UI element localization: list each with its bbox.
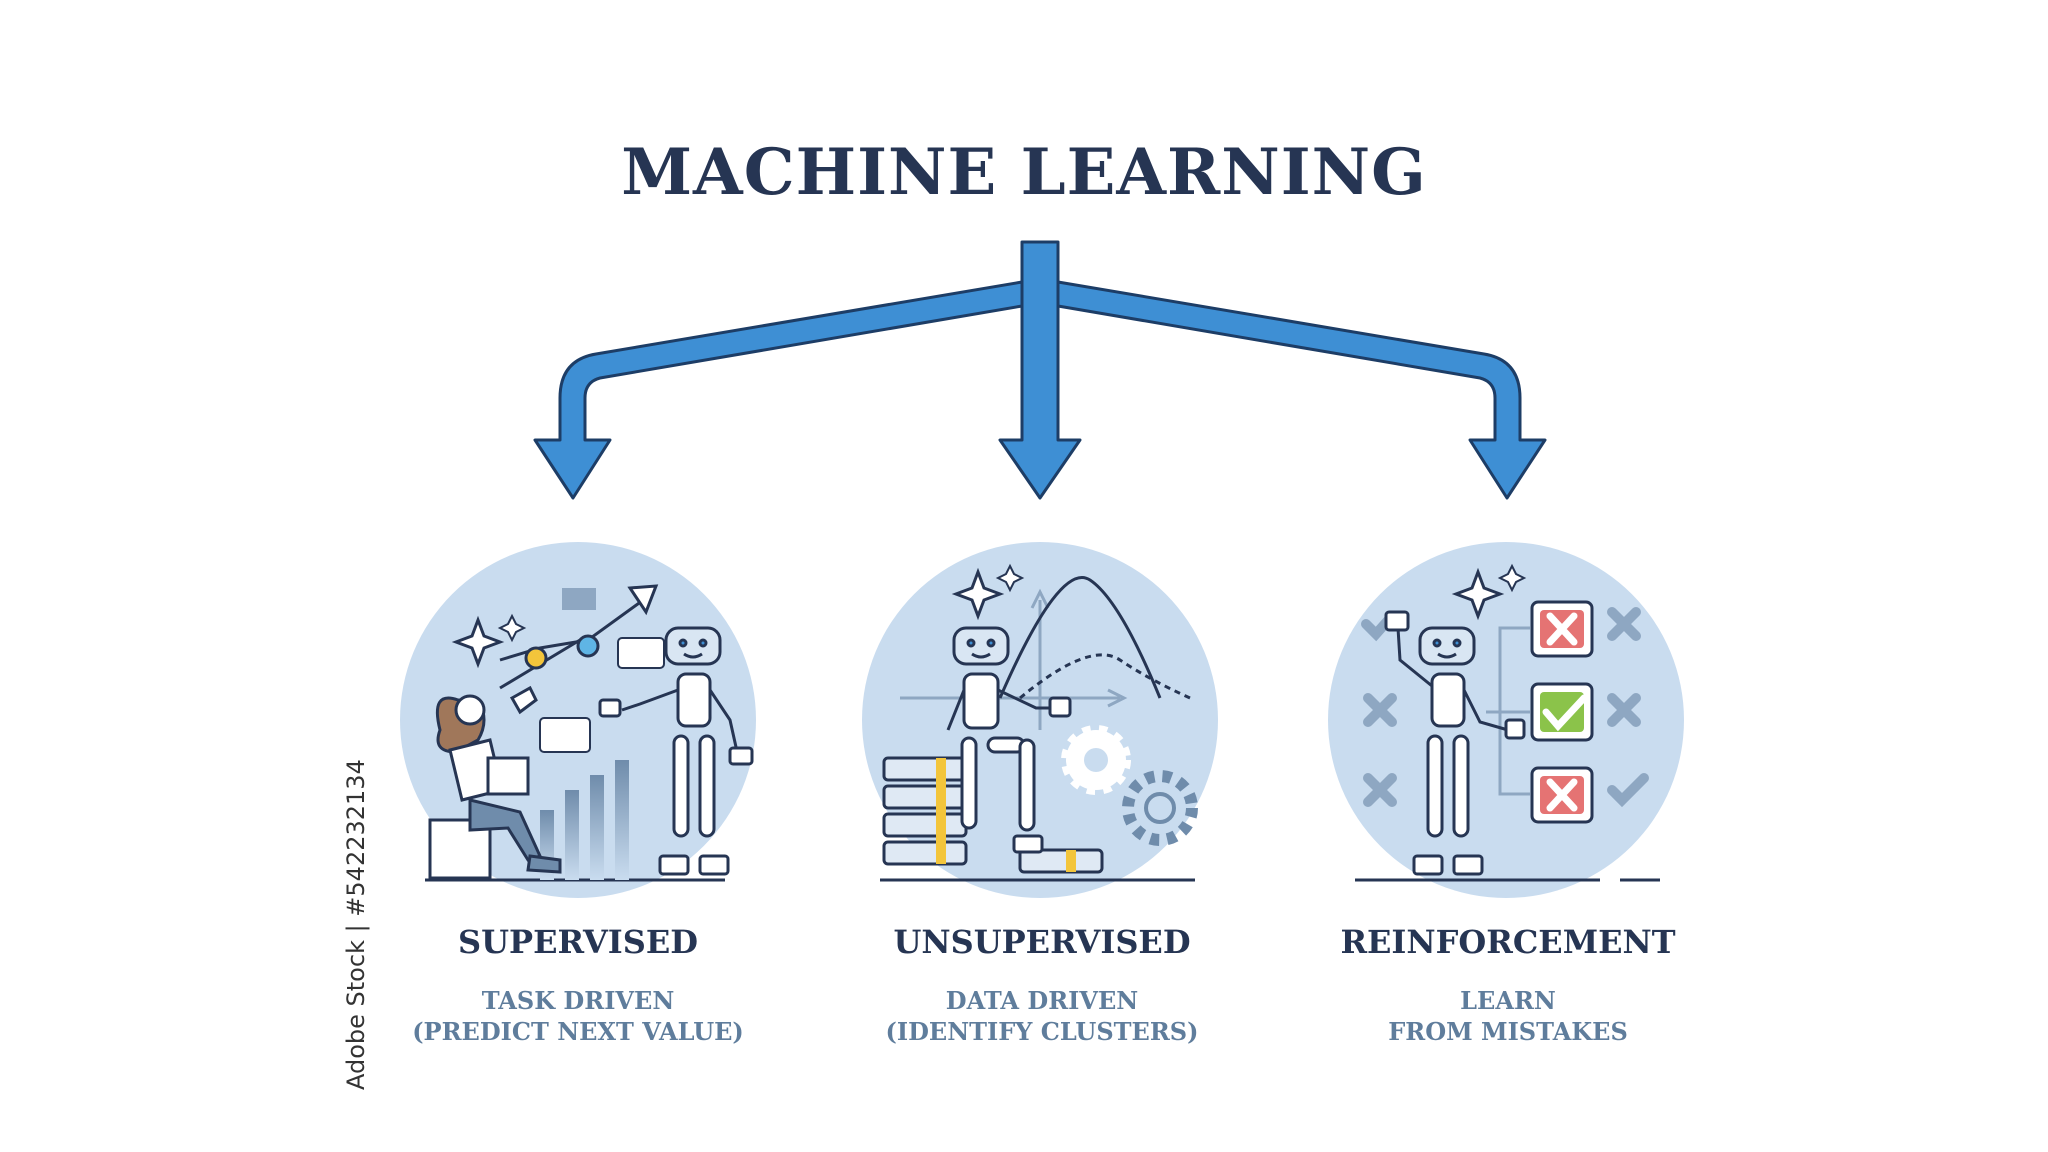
category-reinforcement-desc-line2: FROM MISTAKES [1388,1017,1628,1046]
stock-watermark: Adobe Stock | #542232134 [342,759,370,1090]
category-reinforcement-desc-line1: LEARN [1460,986,1556,1015]
cross-box-icon [1530,600,1594,658]
unsupervised-illustration [862,542,1218,898]
diagram-title: MACHINE LEARNING [621,135,1427,210]
server-stack-icon [882,756,1104,874]
robot-figure [598,626,754,876]
category-unsupervised-title: UNSUPERVISED [893,923,1191,961]
cross-box-icon [1530,766,1594,824]
distribution-curve [998,576,1162,699]
category-supervised-desc: TASK DRIVEN (PREDICT NEXT VALUE) [298,985,858,1047]
reinforcement-illustration [1328,542,1684,898]
category-reinforcement-title: REINFORCEMENT [1340,923,1676,961]
person-figure [428,685,562,880]
category-unsupervised-desc-line1: DATA DRIVEN [945,986,1139,1015]
category-unsupervised-desc: DATA DRIVEN (IDENTIFY CLUSTERS) [762,985,1322,1047]
gear-icon [1122,770,1198,846]
category-reinforcement-desc: LEARN FROM MISTAKES [1228,985,1788,1047]
category-unsupervised-desc-line2: (IDENTIFY CLUSTERS) [885,1017,1199,1046]
arrow-left [533,280,1024,500]
robot-figure [946,626,1072,854]
category-supervised-desc-line1: TASK DRIVEN [481,986,675,1015]
robot-figure [1384,610,1526,876]
arrow-right [1056,280,1547,500]
arrow-stem [998,240,1082,500]
check-box-icon [1530,682,1594,742]
supervised-illustration [400,542,756,898]
category-supervised-desc-line2: (PREDICT NEXT VALUE) [412,1017,744,1046]
category-supervised-title: SUPERVISED [458,923,698,961]
